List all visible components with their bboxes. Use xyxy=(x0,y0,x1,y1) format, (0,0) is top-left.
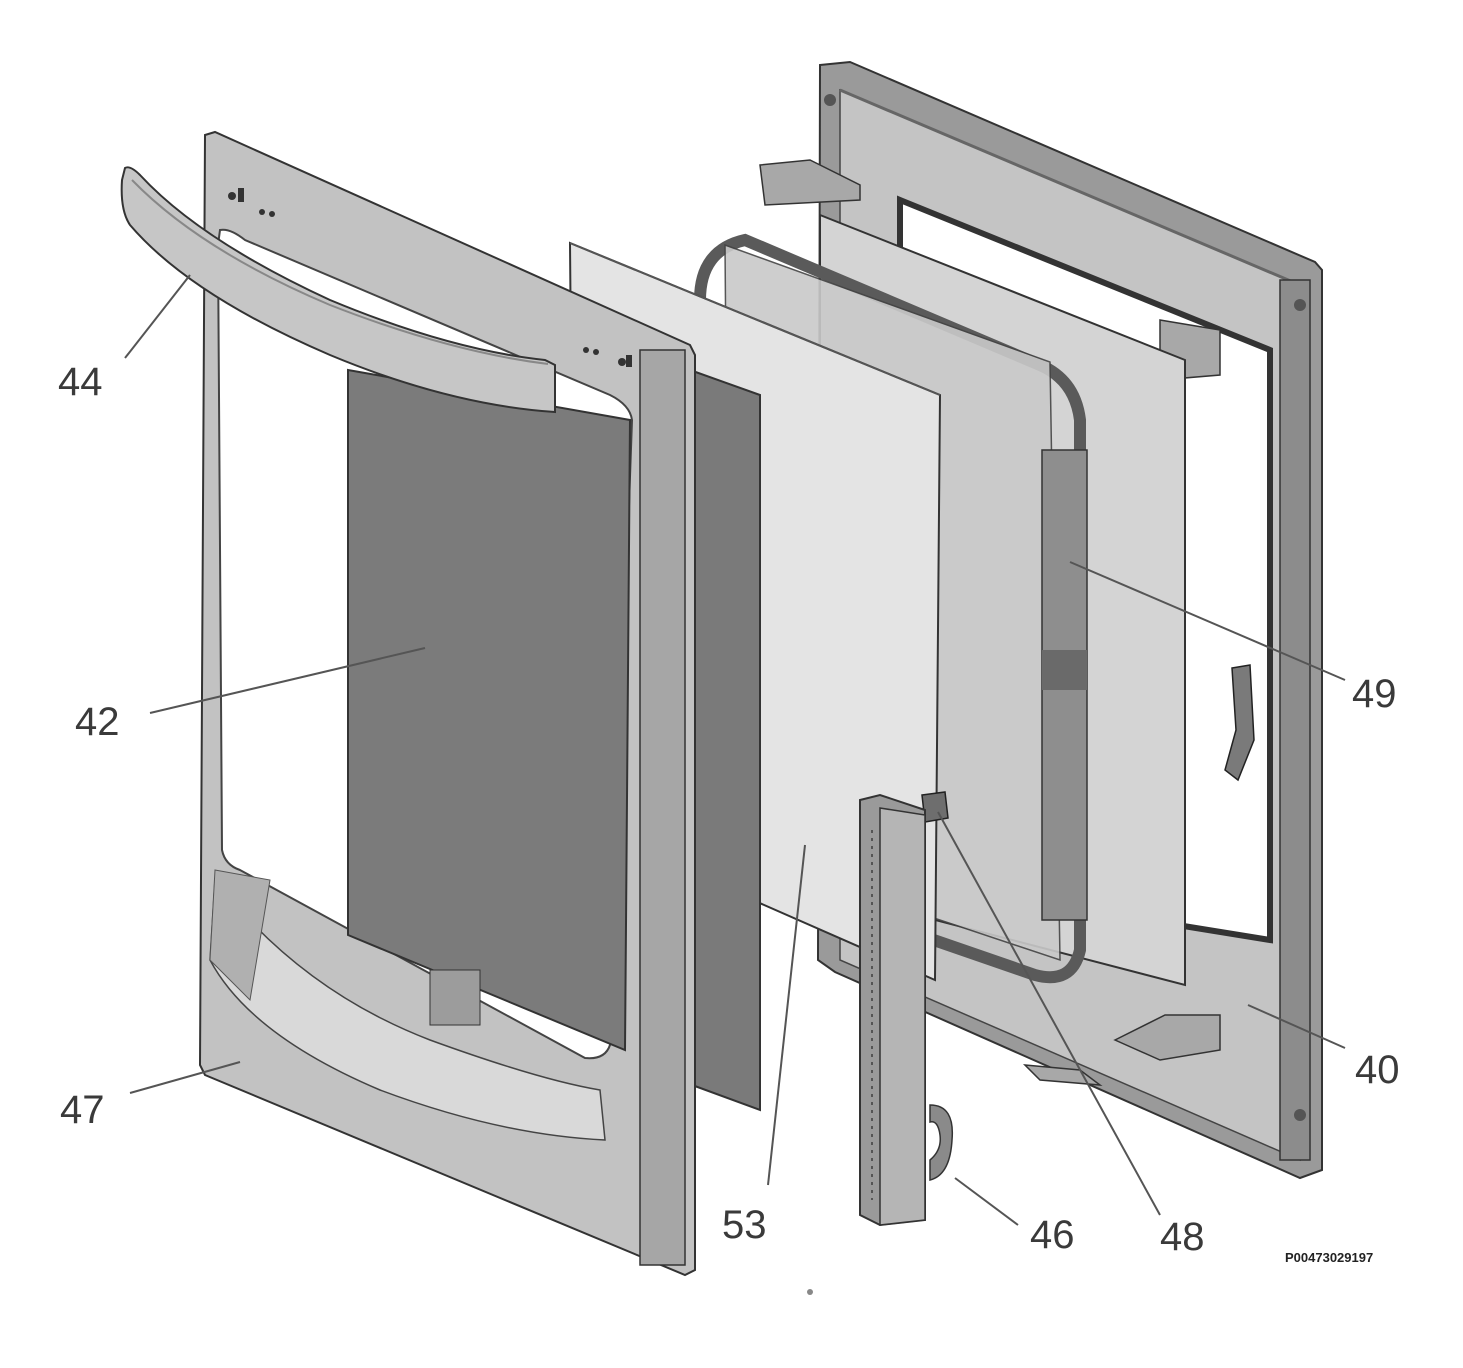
callout-53: 53 xyxy=(722,1203,767,1247)
leader-40 xyxy=(1247,1004,1346,1049)
part-44-door-handle xyxy=(120,166,556,414)
callout-44: 44 xyxy=(58,360,103,404)
callout-49: 49 xyxy=(1352,672,1397,716)
leader-44 xyxy=(124,274,191,359)
leader-lines xyxy=(124,274,1346,1226)
leader-47 xyxy=(129,1061,241,1094)
part-42-inner-dark-glass xyxy=(347,368,632,1052)
callout-47: 47 xyxy=(60,1088,105,1132)
callout-46: 46 xyxy=(1030,1213,1075,1257)
reference-code: P00473029197 xyxy=(1285,1250,1373,1265)
leader-46 xyxy=(954,1177,1019,1226)
callout-42: 42 xyxy=(75,700,120,744)
callout-40: 40 xyxy=(1355,1048,1400,1092)
callout-48: 48 xyxy=(1160,1215,1205,1259)
stray-dot xyxy=(807,1289,813,1295)
callout-labels: 44 42 47 53 46 48 49 40 P00473029197 xyxy=(58,360,1400,1265)
leader-53 xyxy=(767,844,806,1186)
leader-49 xyxy=(1069,561,1346,681)
dark-glass-panel-rear xyxy=(688,368,761,1112)
part-46-hinge-channel xyxy=(859,793,954,1227)
leader-48 xyxy=(937,811,1161,1216)
leader-42 xyxy=(149,647,426,714)
